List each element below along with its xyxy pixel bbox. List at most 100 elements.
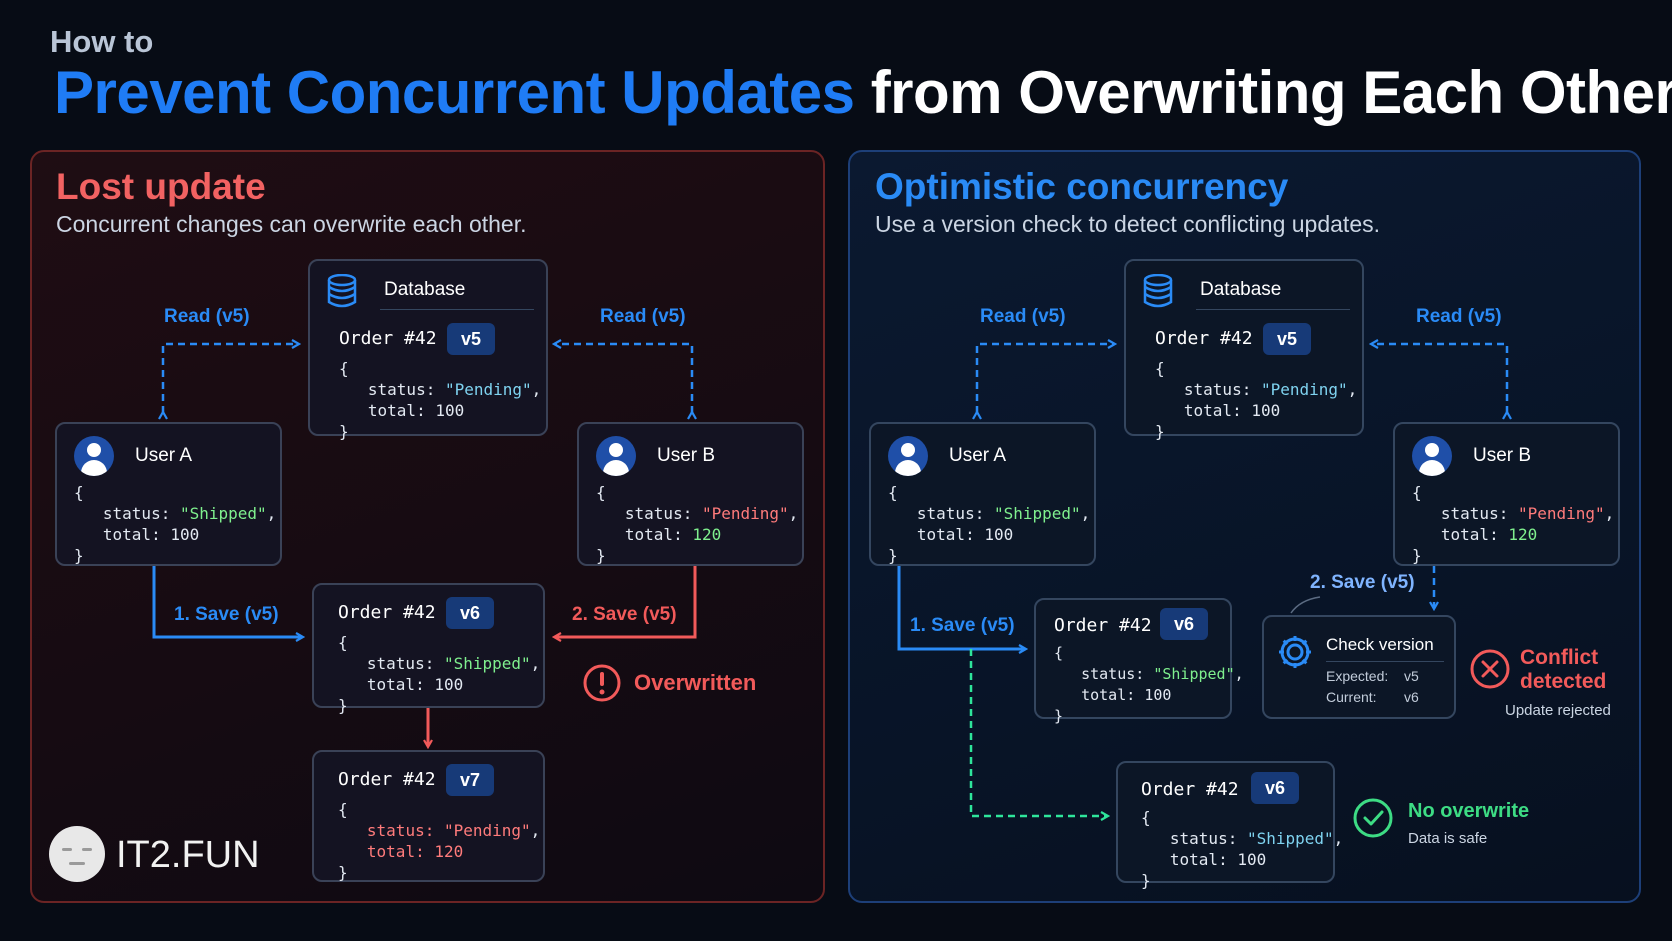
order-title: Order #42 bbox=[338, 602, 436, 623]
close-icon bbox=[1470, 649, 1510, 689]
total-value: 100 bbox=[1251, 401, 1281, 420]
total-value: 120 bbox=[692, 525, 722, 544]
check-circle-icon bbox=[1353, 798, 1393, 838]
user-avatar-icon bbox=[888, 436, 928, 476]
total-value: 100 bbox=[434, 675, 464, 694]
left-read-a-label: Read (v5) bbox=[164, 306, 250, 327]
status-value: "Shipped" bbox=[993, 504, 1081, 523]
status-value: "Pending" bbox=[1517, 504, 1605, 523]
no-overwrite-label: No overwrite bbox=[1408, 800, 1530, 822]
version-badge: v7 bbox=[446, 764, 494, 796]
status-value: "Shipped" bbox=[1246, 829, 1334, 848]
user-a-label: User A bbox=[949, 445, 1007, 466]
left-panel-title: Lost update bbox=[56, 166, 266, 207]
overwritten-label: Overwritten bbox=[634, 670, 757, 695]
update-rejected-label: Update rejected bbox=[1505, 702, 1611, 719]
data-safe-label: Data is safe bbox=[1408, 830, 1488, 847]
user-b-json: { status: "Pending", total: 120 } bbox=[596, 483, 799, 565]
left-save-b-label: 2. Save (v5) bbox=[572, 604, 677, 625]
divider bbox=[1326, 661, 1444, 662]
right-save-a-label: 1. Save (v5) bbox=[910, 615, 1015, 636]
order-json: { status: "Pending", total: 100 } bbox=[339, 359, 542, 441]
expected-label: Expected: bbox=[1326, 668, 1389, 684]
right-read-b-arrow bbox=[1372, 344, 1507, 413]
database-icon bbox=[327, 274, 357, 308]
left-panel-subtitle: Concurrent changes can overwrite each ot… bbox=[56, 211, 527, 237]
right-panel-subtitle: Use a version check to detect conflictin… bbox=[875, 211, 1381, 237]
total-value: 100 bbox=[170, 525, 200, 544]
divider bbox=[1196, 309, 1350, 310]
logo-icon bbox=[49, 826, 105, 882]
right-user-b-box: User B { status: "Pending", total: 120 } bbox=[1393, 422, 1620, 566]
user-avatar-icon bbox=[74, 436, 114, 476]
database-label: Database bbox=[1200, 279, 1282, 300]
check-version-box: Check version Expected: v5 Current: v6 bbox=[1262, 615, 1456, 719]
user-b-label: User B bbox=[1473, 445, 1532, 466]
order-json: { status: "Shipped", total: 100 } bbox=[338, 633, 541, 715]
database-icon bbox=[1143, 274, 1173, 308]
total-value: 100 bbox=[435, 401, 465, 420]
database-label: Database bbox=[384, 279, 466, 300]
version-badge: v6 bbox=[446, 597, 494, 629]
user-avatar-icon bbox=[596, 436, 636, 476]
order-json: { status: "Pending", total: 120 } bbox=[338, 800, 541, 882]
conflict-detected-label: Conflict detected bbox=[1520, 646, 1606, 694]
order-title: Order #42 bbox=[1141, 779, 1239, 800]
right-read-a-label: Read (v5) bbox=[980, 306, 1066, 327]
total-value: 100 bbox=[984, 525, 1014, 544]
user-a-json: { status: "Shipped", total: 100 } bbox=[888, 483, 1091, 565]
right-save-b-curve bbox=[1290, 596, 1321, 614]
pretitle: How to bbox=[50, 24, 154, 59]
expected-value: v5 bbox=[1404, 668, 1419, 684]
warning-icon bbox=[583, 664, 621, 702]
left-database-box: Database Order #42 v5 { status: "Pending… bbox=[308, 259, 548, 441]
user-a-label: User A bbox=[135, 445, 193, 466]
current-value: v6 bbox=[1404, 689, 1419, 705]
user-b-label: User B bbox=[657, 445, 716, 466]
order-title: Order #42 bbox=[338, 769, 436, 790]
right-save-a-arrow bbox=[897, 566, 1025, 649]
left-order-v6-box: Order #42 v6 { status: "Shipped", total:… bbox=[312, 583, 545, 715]
left-read-b-arrow bbox=[555, 344, 692, 413]
conflict-line1: Conflict bbox=[1520, 646, 1599, 669]
total-value: 120 bbox=[434, 842, 464, 861]
status-value: "Pending" bbox=[701, 504, 789, 523]
gear-icon bbox=[1279, 636, 1311, 668]
total-value: 100 bbox=[1144, 686, 1172, 704]
order-json: { status: "Shipped", total: 100 } bbox=[1141, 808, 1344, 890]
right-read-b-label: Read (v5) bbox=[1416, 306, 1502, 327]
left-save-a-label: 1. Save (v5) bbox=[174, 604, 279, 625]
order-title: Order #42 bbox=[339, 328, 437, 349]
title-highlight: Prevent Concurrent Updates bbox=[54, 59, 855, 126]
order-json: { status: "Pending", total: 100 } bbox=[1155, 359, 1358, 441]
left-read-a-arrow bbox=[163, 344, 298, 413]
page-title: Prevent Concurrent Updates from Overwrit… bbox=[54, 58, 1672, 127]
right-user-a-box: User A { status: "Shipped", total: 100 } bbox=[869, 422, 1096, 566]
left-save-a-arrow bbox=[152, 566, 302, 637]
user-a-json: { status: "Shipped", total: 100 } bbox=[74, 483, 277, 565]
user-b-json: { status: "Pending", total: 120 } bbox=[1412, 483, 1615, 565]
title-rest: from Overwriting Each Other bbox=[870, 59, 1672, 126]
version-badge: v6 bbox=[1160, 608, 1208, 640]
right-panel-title: Optimistic concurrency bbox=[875, 166, 1289, 207]
status-value: "Pending" bbox=[1260, 380, 1348, 399]
status-value: "Pending" bbox=[443, 821, 531, 840]
version-badge: v6 bbox=[1251, 772, 1299, 804]
conflict-line2: detected bbox=[1520, 670, 1607, 693]
right-order-v6-box: Order #42 v6 { status: "Shipped", total:… bbox=[1034, 598, 1244, 725]
status-value: "Shipped" bbox=[443, 654, 531, 673]
total-value: 120 bbox=[1508, 525, 1538, 544]
order-title: Order #42 bbox=[1155, 328, 1253, 349]
status-value: "Shipped" bbox=[179, 504, 267, 523]
right-final-order-box: Order #42 v6 { status: "Shipped", total:… bbox=[1116, 761, 1343, 890]
status-value: "Pending" bbox=[444, 380, 532, 399]
version-badge: v5 bbox=[1263, 323, 1311, 355]
logo-text: IT2.FUN bbox=[116, 834, 260, 876]
right-read-a-arrow bbox=[977, 344, 1114, 413]
current-label: Current: bbox=[1326, 689, 1377, 705]
order-json: { status: "Shipped", total: 100 } bbox=[1054, 644, 1244, 725]
order-title: Order #42 bbox=[1054, 615, 1152, 636]
version-badge: v5 bbox=[447, 323, 495, 355]
right-save-b-label: 2. Save (v5) bbox=[1310, 572, 1415, 593]
